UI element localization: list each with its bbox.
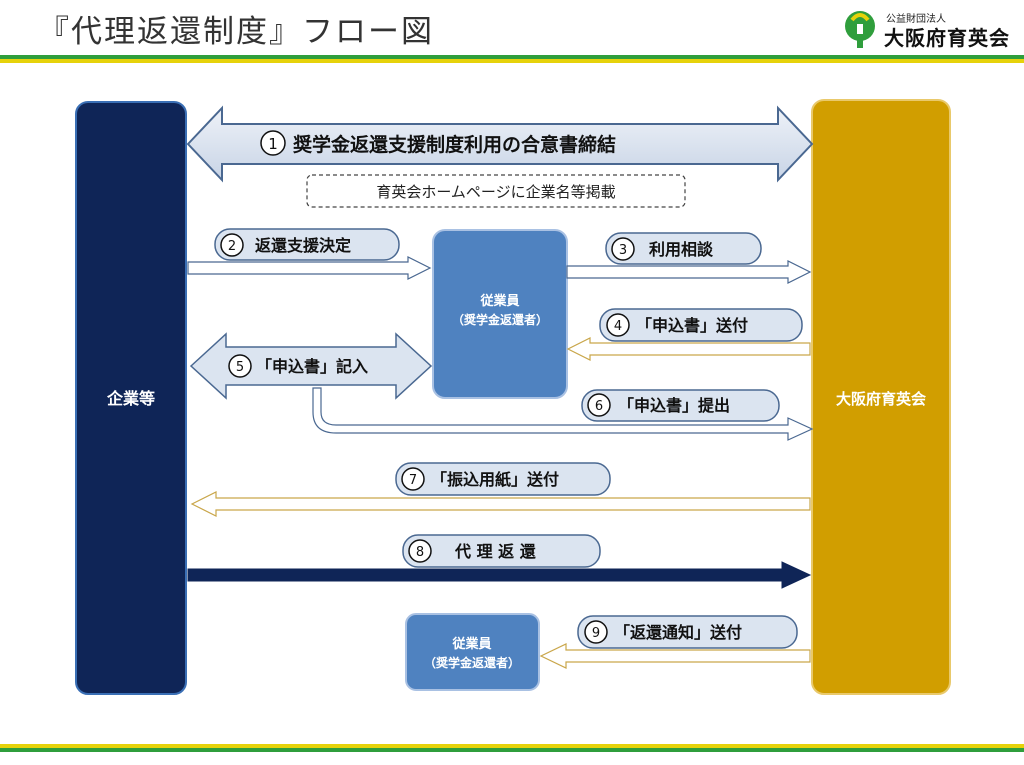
step-4-number: 4 — [614, 319, 622, 334]
step-8-circle — [408, 539, 432, 563]
step-3-number: 3 — [619, 243, 627, 258]
step-9-label: 「返還通知」送付 — [614, 623, 742, 642]
step-6-pill — [581, 389, 780, 422]
employee-box-bottom — [405, 613, 540, 691]
step-6-number: 6 — [595, 399, 603, 414]
footer-rule-yellow — [0, 744, 1024, 748]
header-rule-yellow — [0, 59, 1024, 63]
step-1-number: 1 — [268, 135, 278, 153]
step-3-label: 利用相談 — [649, 240, 714, 259]
step-8-arrow — [187, 561, 812, 589]
footer-rule-green — [0, 748, 1024, 752]
company-label: 企業等 — [106, 389, 155, 408]
step-1-label: 奨学金返還支援制度利用の合意書締結 — [292, 133, 616, 156]
step-5-circle — [228, 354, 252, 378]
step-3-circle — [611, 237, 635, 261]
foundation-label: 大阪府育英会 — [836, 390, 926, 408]
website-listing-text: 育英会ホームページに企業名等掲載 — [376, 183, 615, 201]
step-5-double-arrow — [189, 332, 433, 400]
step-7-pill — [395, 462, 611, 496]
step-5-label: 「申込書」記入 — [256, 357, 368, 376]
employee-bottom-label: 従業員 — [451, 636, 491, 652]
step-8-number: 8 — [416, 545, 424, 560]
step-7-label: 「振込用紙」送付 — [431, 470, 559, 489]
step-9-arrow — [539, 643, 811, 669]
employee-sublabel: （奨学金返還者） — [452, 312, 548, 327]
step-8-pill — [402, 534, 601, 568]
header-rule-green — [0, 55, 1024, 59]
step-4-arrow — [566, 337, 811, 361]
employee-box — [432, 229, 568, 399]
step-9-number: 9 — [592, 626, 600, 641]
step-6-circle — [587, 393, 611, 417]
step-2-arrow — [187, 256, 432, 280]
employee-label: 従業員 — [479, 293, 519, 309]
foundation-box — [811, 99, 951, 695]
step-9-pill — [577, 615, 798, 649]
step-7-number: 7 — [409, 473, 417, 488]
employee-bottom-sublabel: （奨学金返還者） — [424, 655, 520, 670]
company-box — [75, 101, 187, 695]
step-3-pill — [605, 232, 762, 265]
logo-mark-icon — [845, 11, 875, 48]
step-2-label: 返還支援決定 — [255, 236, 351, 255]
step-7-circle — [401, 467, 425, 491]
step-6-label: 「申込書」提出 — [618, 396, 730, 415]
website-listing-note — [306, 174, 686, 208]
page-title: 『代理返還制度』フロー図 — [38, 14, 434, 50]
step-2-pill — [214, 228, 400, 261]
step-4-circle — [606, 313, 630, 337]
step-3-arrow — [566, 260, 812, 284]
step-5-number: 5 — [236, 360, 244, 375]
step-4-pill — [599, 308, 803, 342]
step-7-arrow — [190, 491, 811, 517]
step-8-label: 代 理 返 還 — [454, 542, 537, 561]
step-2-number: 2 — [228, 239, 236, 254]
step-1-circle — [260, 130, 286, 156]
step-6-arrow — [312, 387, 814, 441]
logo-subtitle: 公益財団法人 — [886, 14, 946, 25]
agreement-double-arrow — [186, 105, 814, 183]
step-4-label: 「申込書」送付 — [636, 316, 748, 335]
step-9-circle — [584, 620, 608, 644]
organization-logo: 公益財団法人 大阪府育英会 — [842, 8, 1020, 52]
logo-name: 大阪府育英会 — [884, 26, 1010, 50]
step-2-circle — [220, 233, 244, 257]
